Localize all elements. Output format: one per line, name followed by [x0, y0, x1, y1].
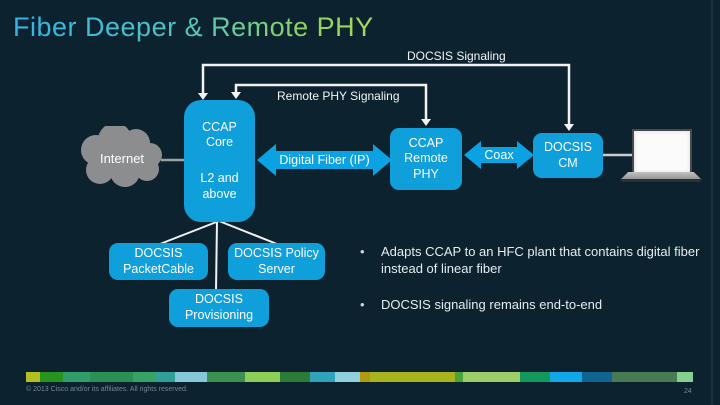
slide-right-edge [711, 0, 713, 405]
ccap-core-label-bottom: L2 and above [200, 171, 239, 201]
strip-segment [612, 372, 677, 382]
laptop-base [620, 172, 702, 180]
strip-segment [280, 372, 310, 382]
node-docsis-provisioning: DOCSIS Provisioning [169, 289, 269, 327]
bullet-marker: • [360, 297, 365, 313]
strip-segment [677, 372, 693, 382]
page-number: 24 [684, 388, 692, 395]
internet-cloud-icon [78, 123, 168, 190]
bullet-marker: • [360, 244, 365, 259]
footer-color-strip [26, 372, 693, 382]
docsis-provisioning-label: DOCSIS Provisioning [184, 292, 254, 322]
bullet-text: Adapts CCAP to an HFC plant that contain… [381, 244, 700, 277]
strip-segment [455, 372, 463, 382]
strip-segment [335, 372, 360, 382]
strip-segment [550, 372, 582, 382]
bullet-item: • Adapts CCAP to an HFC plant that conta… [360, 243, 705, 277]
remote-phy-signaling-label: Remote PHY Signaling [277, 89, 400, 103]
digital-fiber-arrow: Digital Fiber (IP) [257, 144, 392, 176]
docsis-policy-server-label: DOCSIS Policy Server [234, 245, 319, 276]
strip-segment [360, 372, 370, 382]
strip-segment [90, 372, 133, 382]
laptop-screen [632, 129, 692, 175]
digital-fiber-label: Digital Fiber (IP) [279, 153, 370, 167]
laptop-icon [620, 129, 702, 182]
bullet-list: • Adapts CCAP to an HFC plant that conta… [360, 243, 705, 332]
strip-segment [582, 372, 612, 382]
strip-segment [175, 372, 207, 382]
docsis-signaling-label: DOCSIS Signaling [407, 49, 506, 63]
strip-segment [245, 372, 280, 382]
arrow-head-right [373, 144, 392, 176]
strip-segment [40, 372, 63, 382]
slide-title: Fiber Deeper & Remote PHY [13, 12, 374, 42]
node-docsis-policy-server: DOCSIS Policy Server [228, 243, 325, 280]
copyright-text: © 2013 Cisco and/or its affiliates. All … [26, 386, 188, 393]
node-ccap-remote-phy: CCAP Remote PHY [390, 128, 462, 190]
strip-segment [133, 372, 155, 382]
bullet-item: • DOCSIS signaling remains end-to-end [360, 296, 705, 313]
strip-segment [370, 372, 455, 382]
strip-segment [207, 372, 245, 382]
strip-segment [155, 372, 175, 382]
internet-label: Internet [99, 151, 145, 166]
strip-segment [63, 372, 90, 382]
arrow-head-left [464, 141, 481, 169]
docsis-packetcable-label: DOCSIS PacketCable [123, 245, 194, 276]
bullet-text: DOCSIS signaling remains end-to-end [381, 297, 603, 313]
node-docsis-packetcable: DOCSIS PacketCable [109, 243, 208, 280]
arrow-head-right [517, 141, 534, 169]
ccap-remote-phy-label: CCAP Remote PHY [404, 135, 448, 181]
node-ccap-core: CCAP Core L2 and above [184, 100, 255, 222]
strip-segment [520, 372, 550, 382]
laptop-base-edge [620, 179, 702, 182]
docsis-cm-label: DOCSIS CM [544, 139, 592, 170]
node-docsis-cm: DOCSIS CM [533, 133, 603, 178]
strip-segment [463, 372, 520, 382]
ccap-core-label-top: CCAP Core [202, 119, 237, 150]
coax-arrow: Coax [464, 141, 534, 169]
strip-segment [26, 372, 40, 382]
strip-segment [310, 372, 335, 382]
arrow-head-left [257, 144, 276, 176]
coax-label: Coax [484, 148, 514, 162]
